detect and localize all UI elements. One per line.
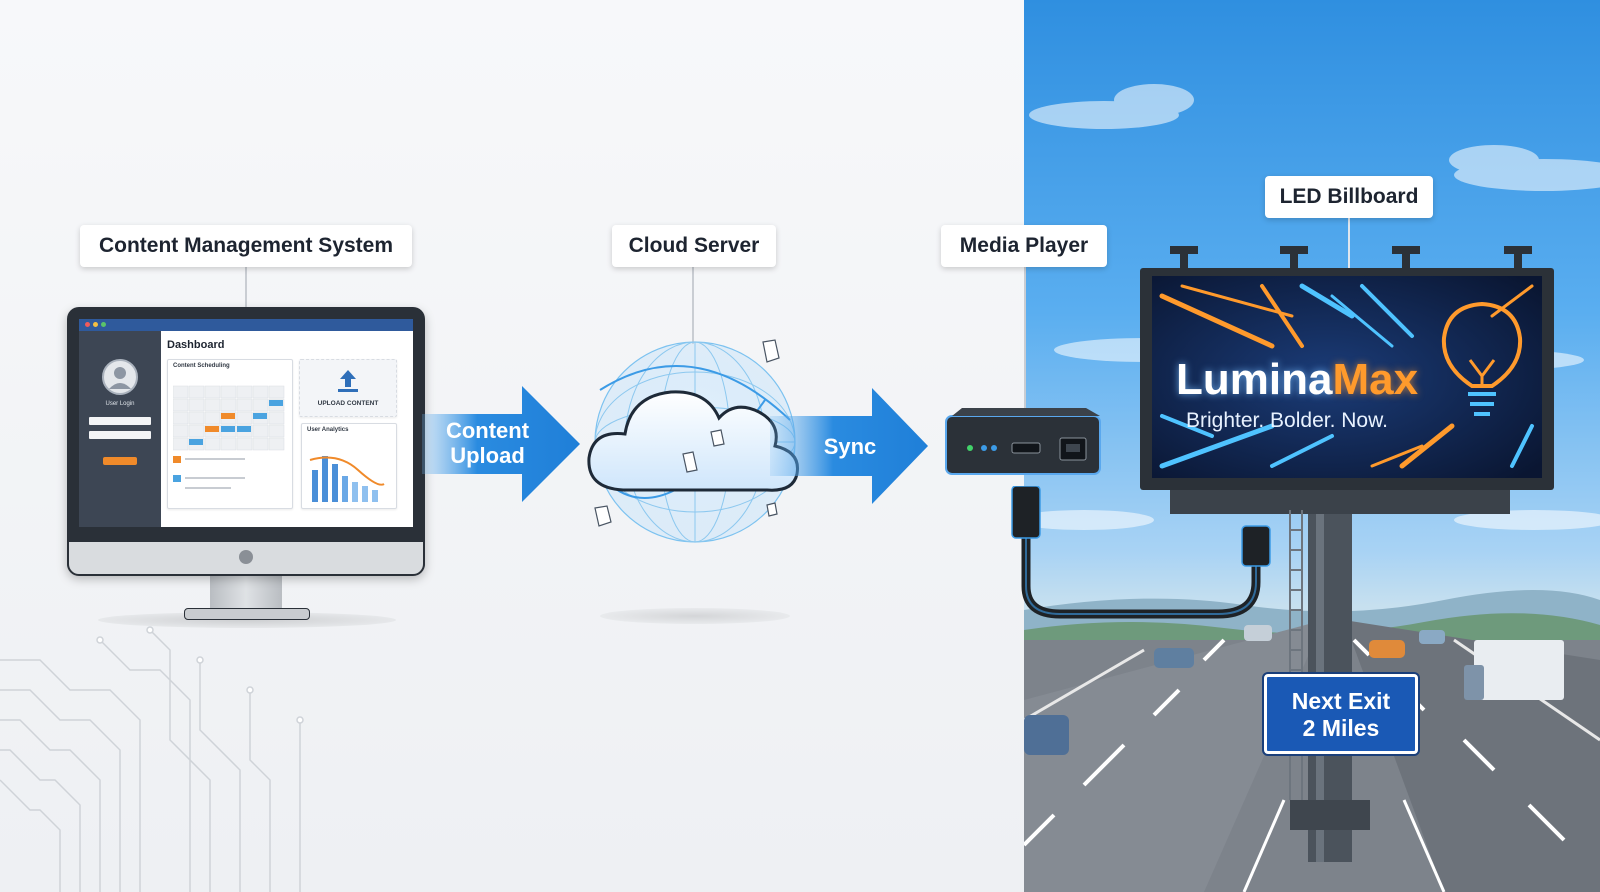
user-login-label: User Login	[105, 401, 135, 407]
password-field[interactable]	[89, 431, 151, 439]
cloud-shadow	[600, 608, 790, 624]
content-scheduling-card[interactable]: Content Scheduling	[167, 359, 293, 509]
cms-label: Content Management System	[80, 225, 412, 267]
billboard-screen	[1152, 276, 1542, 478]
upload-content-card[interactable]: UPLOAD CONTENT	[299, 359, 397, 417]
monitor-stand	[210, 576, 282, 612]
schedule-legend	[173, 475, 245, 489]
billboard-brand: LuminaMax	[1176, 355, 1418, 405]
media-player-device	[945, 408, 1101, 475]
hdmi-port-icon	[1011, 442, 1041, 454]
media-player-label: Media Player	[941, 225, 1107, 267]
window-max-dot	[101, 322, 106, 327]
road-sign-line1: Next Exit	[1291, 688, 1391, 714]
content-upload-arrow	[422, 386, 580, 502]
content-upload-line2: Upload	[450, 443, 525, 468]
player-label-stem	[1024, 262, 1026, 412]
monitor-power-dot	[239, 550, 253, 564]
road-sign: Next Exit 2 Miles	[1264, 674, 1418, 754]
cms-label-stem	[245, 262, 247, 308]
user-avatar-icon	[102, 359, 138, 395]
hdmi-cable	[1011, 486, 1271, 619]
username-field[interactable]	[89, 417, 151, 425]
user-analytics-card[interactable]: User Analytics	[301, 423, 397, 509]
schedule-calendar	[173, 385, 285, 463]
road-sign-line2: 2 Miles	[1302, 715, 1380, 741]
billboard-label-stem	[1348, 214, 1350, 270]
analytics-bar-chart	[309, 456, 385, 502]
upload-icon	[338, 370, 358, 392]
dashboard-title: Dashboard	[167, 339, 225, 351]
brand-part1: Lumina	[1176, 355, 1333, 404]
circuit-decoration	[0, 626, 304, 892]
login-sidebar: User Login	[79, 331, 161, 527]
cloud-server-label: Cloud Server	[612, 225, 776, 267]
billboard-slogan: Brighter. Bolder. Now.	[1186, 409, 1388, 432]
brand-part2: Max	[1332, 355, 1419, 404]
analytics-title: User Analytics	[307, 427, 349, 433]
content-upload-label: Content Upload	[430, 418, 545, 468]
monitor-shadow	[98, 612, 396, 628]
sync-arrow	[770, 388, 928, 504]
upload-content-button[interactable]: UPLOAD CONTENT	[317, 400, 379, 407]
monitor-stand-base	[184, 608, 310, 620]
login-button[interactable]	[103, 457, 137, 465]
window-close-dot	[85, 322, 90, 327]
cloud-label-stem	[692, 262, 694, 344]
scheduling-title: Content Scheduling	[173, 363, 230, 369]
window-min-dot	[93, 322, 98, 327]
sync-label: Sync	[823, 434, 877, 459]
content-upload-line1: Content	[445, 418, 530, 443]
lightbulb-icon	[1441, 301, 1523, 416]
led-billboard-label: LED Billboard	[1265, 176, 1433, 218]
window-titlebar	[79, 319, 413, 331]
cms-screen: User Login Dashboard Content Scheduling	[79, 319, 413, 527]
